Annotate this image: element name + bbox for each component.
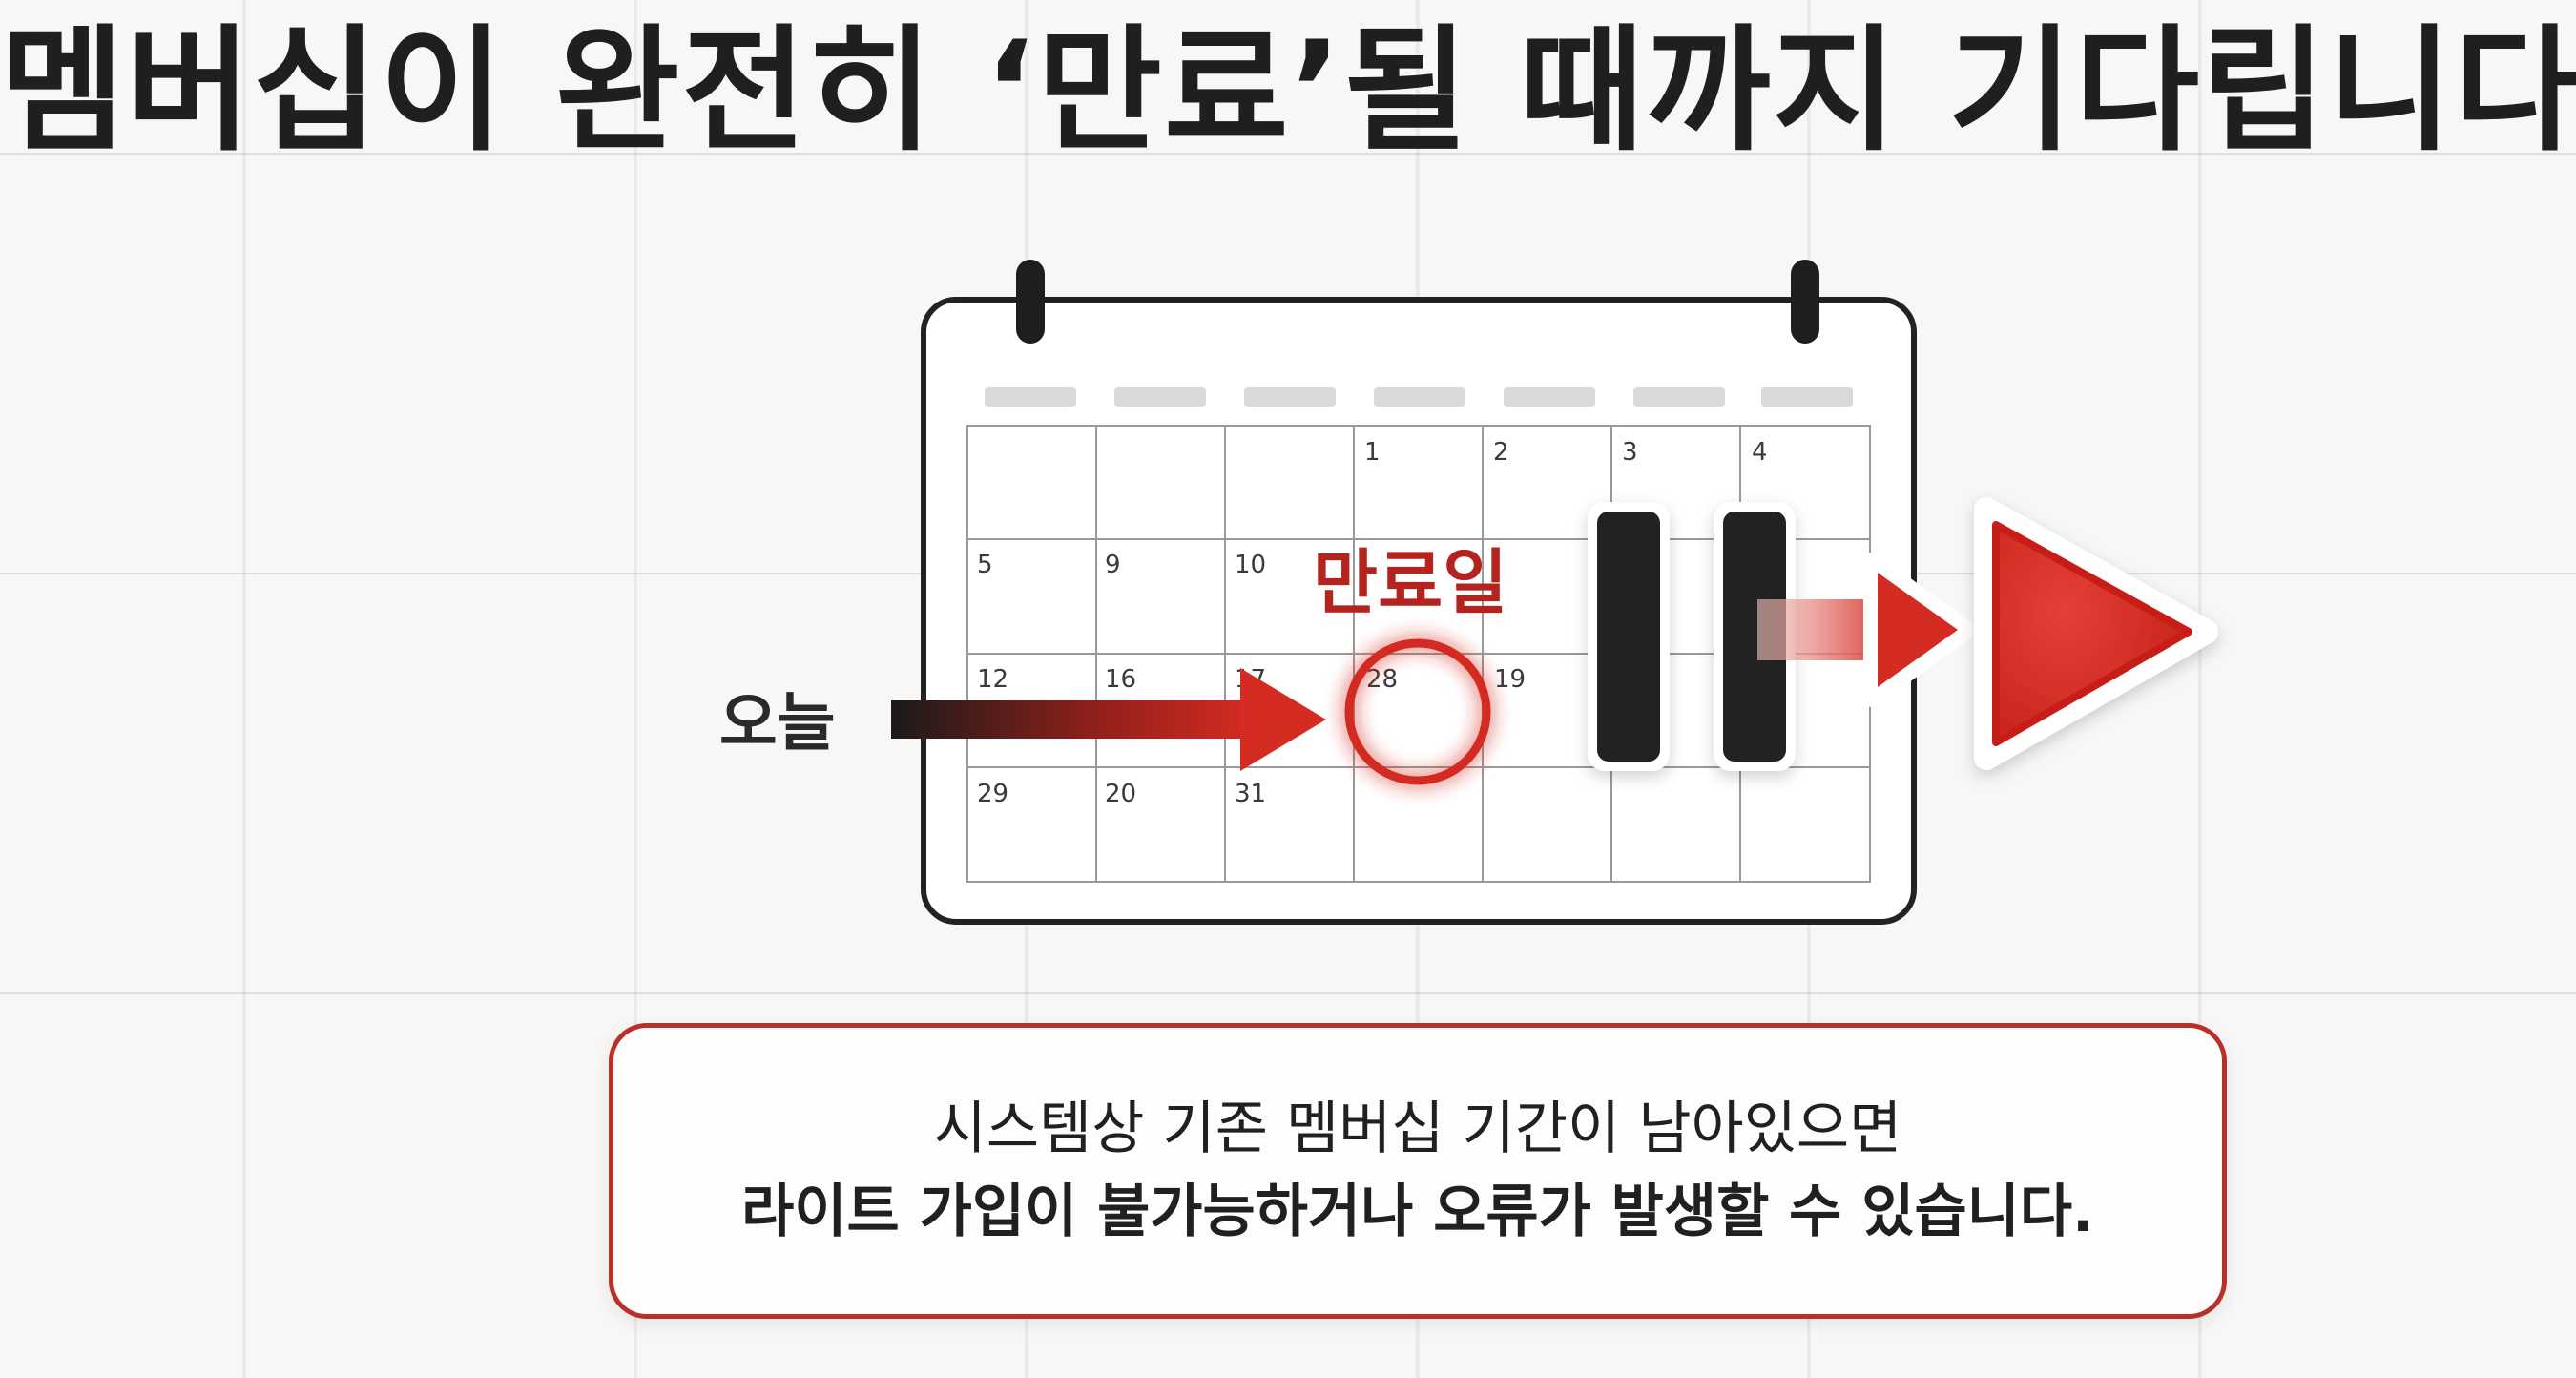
day-number: 31 bbox=[1235, 780, 1266, 808]
expiry-circle-icon bbox=[1344, 638, 1491, 785]
notice-line-2: 라이트 가입이 불가능하거나 오류가 발생할 수 있습니다. bbox=[741, 1179, 2094, 1245]
day-number: 29 bbox=[977, 780, 1008, 808]
notice-line-1: 시스템상 기존 멤버십 기간이 남아있으면 bbox=[933, 1096, 1902, 1162]
day-number: 10 bbox=[1235, 551, 1266, 579]
day-number: 4 bbox=[1752, 438, 1768, 467]
day-number: 9 bbox=[1105, 551, 1121, 579]
day-number: 1 bbox=[1364, 438, 1381, 467]
calendar-grid bbox=[966, 425, 1871, 883]
today-label: 오늘 bbox=[719, 686, 835, 760]
arrow-right-icon bbox=[1757, 553, 1976, 707]
expiry-label: 만료일 bbox=[1313, 542, 1507, 624]
play-icon bbox=[1974, 497, 2218, 770]
pause-icon bbox=[1588, 502, 1796, 771]
day-number: 28 bbox=[1366, 665, 1398, 694]
day-number: 2 bbox=[1493, 438, 1509, 467]
day-number: 20 bbox=[1105, 780, 1136, 808]
day-number: 3 bbox=[1622, 438, 1638, 467]
calendar-days: 1 2 3 4 5 9 10 12 16 17 28 19 29 20 31 bbox=[977, 438, 1768, 808]
day-number: 16 bbox=[1105, 665, 1136, 694]
day-number: 5 bbox=[977, 551, 993, 579]
notice-box: 시스템상 기존 멤버십 기간이 남아있으면 라이트 가입이 불가능하거나 오류가… bbox=[609, 1023, 2227, 1319]
day-number: 19 bbox=[1494, 665, 1526, 694]
page-title: 멤버십이 완전히 ‘만료’될 때까지 기다립니다. bbox=[0, 12, 2576, 170]
calendar-ring-right bbox=[1791, 260, 1819, 344]
today-arrow-icon bbox=[891, 668, 1326, 771]
weekday-header bbox=[985, 387, 1853, 407]
day-number: 12 bbox=[977, 665, 1008, 694]
calendar-ring-left bbox=[1016, 260, 1045, 344]
